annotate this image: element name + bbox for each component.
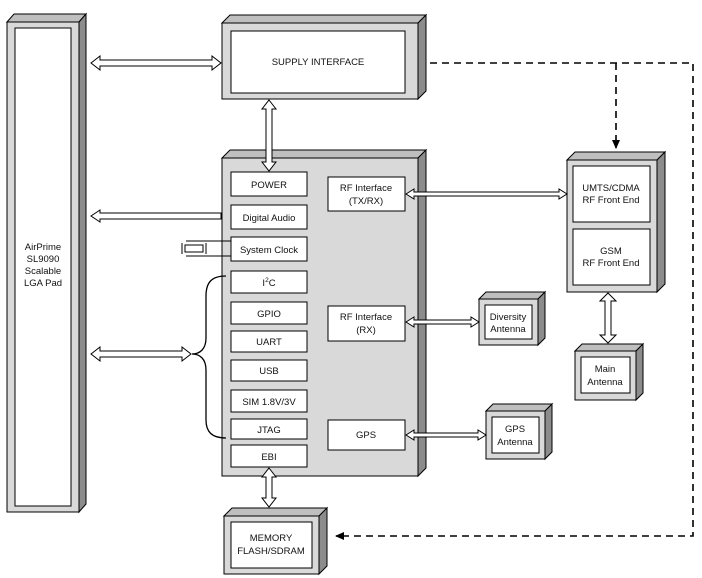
- svg-text:(TX/RX): (TX/RX): [349, 196, 383, 207]
- svg-text:I2C: I2C: [262, 277, 275, 289]
- system-clock-box: System Clock: [230, 236, 308, 262]
- svg-text:POWER: POWER: [251, 180, 287, 191]
- svg-text:RF Interface: RF Interface: [340, 312, 392, 323]
- arrow-pad-audio: [90, 209, 222, 223]
- svg-text:RF Interface: RF Interface: [340, 183, 392, 194]
- umts-front-end-box: [572, 165, 651, 223]
- arrow-ebi-memory: [260, 467, 278, 508]
- i2c-box: I2C: [230, 270, 308, 294]
- jtag-box: JTAG: [230, 418, 308, 440]
- rf-interface-txrx-box: RF Interface (TX/RX): [327, 176, 406, 212]
- svg-text:JTAG: JTAG: [257, 425, 281, 436]
- uart-box: UART: [230, 330, 308, 353]
- memory-label-2: FLASH/SDRAM: [237, 546, 305, 557]
- svg-text:GPIO: GPIO: [257, 309, 281, 320]
- power-box: POWER: [230, 171, 308, 197]
- supply-interface-block: SUPPLY INTERFACE: [220, 13, 428, 101]
- arrow-pad-bracket: [90, 345, 192, 363]
- svg-text:Antenna: Antenna: [497, 437, 533, 448]
- pad-label-4: LGA Pad: [24, 278, 62, 289]
- pad-label-3: Scalable: [25, 266, 61, 277]
- i2c-label: I: [262, 278, 265, 289]
- main-antenna-block: Main Antenna: [573, 342, 645, 402]
- ebi-box: EBI: [230, 444, 308, 468]
- gps-antenna-block: GPS Antenna: [484, 402, 554, 461]
- gpio-box: GPIO: [230, 301, 308, 325]
- gsm-front-end-box: [572, 228, 651, 286]
- svg-text:GPS: GPS: [356, 430, 376, 441]
- arrow-supply-power: [260, 99, 278, 172]
- svg-text:(RX): (RX): [356, 325, 376, 336]
- pad-label-2: SL9090: [27, 254, 60, 265]
- arrow-frontend-main: [598, 292, 618, 344]
- rf-interface-rx-box: RF Interface (RX): [327, 305, 406, 342]
- umts-label-1: UMTS/CDMA: [582, 183, 640, 194]
- airprime-pad: AirPrime SL9090 Scalable LGA Pad: [5, 12, 88, 514]
- gsm-label-2: RF Front End: [582, 258, 639, 269]
- svg-text:SIM 1.8V/3V: SIM 1.8V/3V: [242, 397, 296, 408]
- svg-text:USB: USB: [259, 366, 279, 377]
- umts-label-2: RF Front End: [582, 195, 639, 206]
- i2c-tail: C: [269, 278, 276, 289]
- interface-brace: [191, 275, 227, 439]
- arrow-rf-umts: [405, 188, 568, 200]
- svg-text:UART: UART: [256, 337, 282, 348]
- diversity-antenna-block: Diversity Antenna: [477, 290, 547, 347]
- svg-text:Diversity: Diversity: [490, 312, 527, 323]
- svg-text:Main: Main: [595, 364, 616, 375]
- arrows: [90, 54, 618, 508]
- digital-audio-box: Digital Audio: [230, 204, 308, 230]
- i2c-sup: 2: [265, 277, 269, 284]
- sim-box: SIM 1.8V/3V: [230, 389, 308, 413]
- svg-text:Digital Audio: Digital Audio: [243, 213, 296, 224]
- gps-box: GPS: [327, 419, 406, 451]
- svg-text:Antenna: Antenna: [587, 377, 623, 388]
- gsm-label-1: GSM: [600, 246, 622, 257]
- arrow-rf-diversity: [405, 316, 480, 328]
- svg-text:System Clock: System Clock: [240, 245, 298, 256]
- arrow-gps-antenna: [405, 429, 487, 441]
- supply-interface-label: SUPPLY INTERFACE: [272, 57, 365, 68]
- pad-label-1: AirPrime: [25, 242, 61, 253]
- memory-block: MEMORY FLASH/SDRAM: [222, 506, 329, 576]
- dashed-supply-lines: [335, 62, 694, 540]
- rf-front-end-block: UMTS/CDMA RF Front End GSM RF Front End: [565, 150, 667, 294]
- svg-text:Antenna: Antenna: [490, 324, 526, 335]
- crystal-symbol: [181, 240, 231, 257]
- arrow-pad-supply: [90, 54, 222, 72]
- usb-box: USB: [230, 359, 308, 382]
- svg-text:GPS: GPS: [505, 424, 525, 435]
- svg-text:EBI: EBI: [261, 452, 276, 463]
- memory-label-1: MEMORY: [250, 533, 293, 544]
